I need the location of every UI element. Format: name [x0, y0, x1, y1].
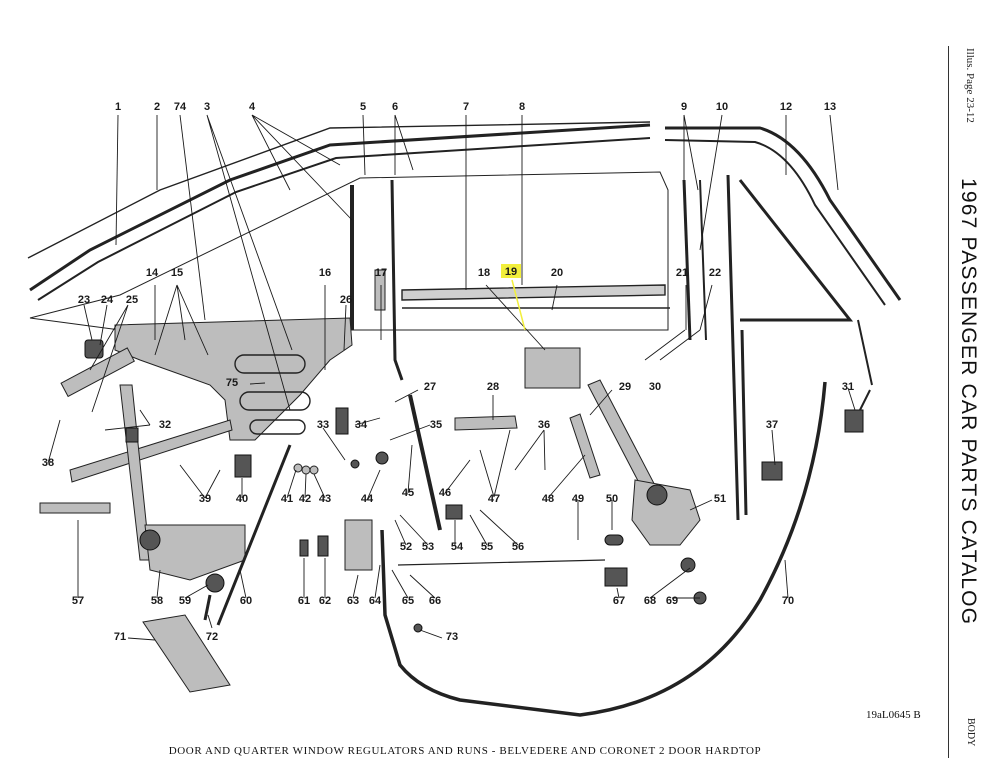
callout-48: 48 — [542, 493, 554, 505]
callout-56: 56 — [512, 541, 524, 553]
callout-54: 54 — [451, 541, 464, 553]
callout-22: 22 — [709, 267, 721, 279]
margin-rule — [948, 46, 949, 758]
callout-28: 28 — [487, 381, 499, 393]
callout-1: 1 — [115, 101, 121, 113]
callout-52: 52 — [400, 541, 412, 553]
callout-72: 72 — [206, 631, 218, 643]
exploded-view-drawing — [27, 121, 902, 717]
callout-21: 21 — [676, 267, 688, 279]
callout-49: 49 — [572, 493, 584, 505]
callout-14: 14 — [146, 267, 159, 279]
callout-20: 20 — [551, 267, 563, 279]
callout-75: 75 — [226, 377, 238, 389]
callout-58: 58 — [151, 595, 163, 607]
illustration-page-ref: Illus. Page 23-12 — [964, 48, 976, 123]
callout-36: 36 — [538, 419, 550, 431]
figure-code: 19aL0645 B — [866, 709, 921, 721]
callout-38: 38 — [42, 457, 54, 469]
callout-59: 59 — [179, 595, 191, 607]
callout-70: 70 — [782, 595, 794, 607]
callout-34: 34 — [355, 419, 368, 431]
highlighted-callout-marker — [501, 264, 521, 278]
callout-57: 57 — [72, 595, 84, 607]
callout-74: 74 — [174, 101, 187, 113]
callout-3: 3 — [204, 101, 210, 113]
callout-19: 19 — [505, 266, 517, 278]
callout-39: 39 — [199, 493, 211, 505]
catalog-title: 1967 PASSENGER CAR PARTS CATALOG — [957, 178, 980, 626]
callout-2: 2 — [154, 101, 160, 113]
callout-53: 53 — [422, 541, 434, 553]
callout-6: 6 — [392, 101, 398, 113]
callout-44: 44 — [361, 493, 374, 505]
callout-25: 25 — [126, 294, 138, 306]
callout-60: 60 — [240, 595, 252, 607]
callout-leader-lines — [47, 114, 856, 641]
callout-43: 43 — [319, 493, 331, 505]
callout-32: 32 — [159, 419, 171, 431]
callout-13: 13 — [824, 101, 836, 113]
callout-40: 40 — [236, 493, 248, 505]
callout-41: 41 — [281, 493, 293, 505]
callout-64: 64 — [369, 595, 382, 607]
callout-9: 9 — [681, 101, 687, 113]
callout-51: 51 — [714, 493, 726, 505]
callout-24: 24 — [101, 294, 114, 306]
callout-42: 42 — [299, 493, 311, 505]
callout-15: 15 — [171, 267, 183, 279]
callout-16: 16 — [319, 267, 331, 279]
callout-31: 31 — [842, 381, 854, 393]
callout-18: 18 — [478, 267, 490, 279]
callout-26: 26 — [340, 294, 352, 306]
callout-7: 7 — [463, 101, 469, 113]
callout-67: 67 — [613, 595, 625, 607]
callout-27: 27 — [424, 381, 436, 393]
callout-61: 61 — [298, 595, 310, 607]
callout-69: 69 — [666, 595, 678, 607]
callout-8: 8 — [519, 101, 525, 113]
callout-73: 73 — [446, 631, 458, 643]
callout-63: 63 — [347, 595, 359, 607]
callout-45: 45 — [402, 487, 414, 499]
callout-65: 65 — [402, 595, 414, 607]
callout-62: 62 — [319, 595, 331, 607]
callout-23: 23 — [78, 294, 90, 306]
section-label: BODY — [965, 718, 976, 747]
callout-55: 55 — [481, 541, 493, 553]
callout-37: 37 — [766, 419, 778, 431]
callout-33: 33 — [317, 419, 329, 431]
callout-47: 47 — [488, 493, 500, 505]
callout-66: 66 — [429, 595, 441, 607]
callout-50: 50 — [606, 493, 618, 505]
callout-29: 29 — [619, 381, 631, 393]
callout-30: 30 — [649, 381, 661, 393]
callout-5: 5 — [360, 101, 366, 113]
figure-caption: DOOR AND QUARTER WINDOW REGULATORS AND R… — [168, 745, 762, 757]
callout-46: 46 — [439, 487, 451, 499]
callout-71: 71 — [114, 631, 126, 643]
callout-68: 68 — [644, 595, 656, 607]
callout-4: 4 — [249, 101, 256, 113]
callout-17: 17 — [375, 267, 387, 279]
callout-10: 10 — [716, 101, 728, 113]
callout-35: 35 — [430, 419, 442, 431]
callout-12: 12 — [780, 101, 792, 113]
